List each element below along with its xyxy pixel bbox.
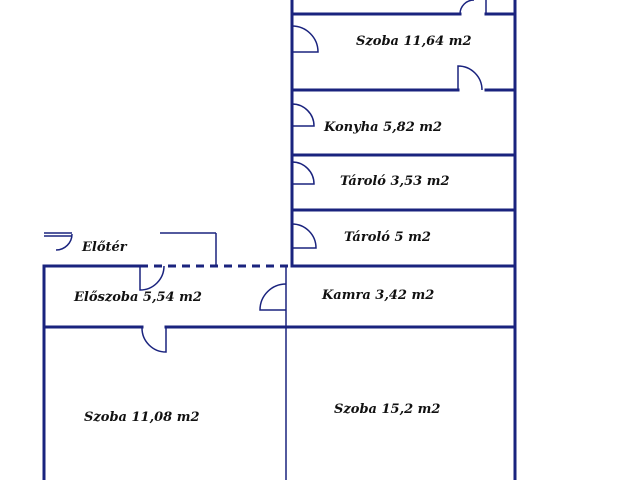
szoba2-door xyxy=(141,327,167,353)
room-label-kamra: Kamra 3,42 m2 xyxy=(322,288,435,303)
tarolo2-door xyxy=(291,223,317,249)
room-label-szoba-11-08: Szoba 11,08 m2 xyxy=(84,410,200,425)
konyha-door xyxy=(291,103,315,127)
room-label-szoba-15-2: Szoba 15,2 m2 xyxy=(334,402,441,417)
room-label-eloszoba: Előszoba 5,54 m2 xyxy=(74,290,202,305)
kamra-door xyxy=(259,283,287,311)
szoba1-door xyxy=(291,25,319,53)
top-room-door xyxy=(459,0,475,15)
tarolo1-door xyxy=(291,161,315,185)
room-label-konyha: Konyha 5,82 m2 xyxy=(324,120,443,135)
eloter-door xyxy=(55,233,73,251)
szoba1-door-inner xyxy=(457,65,483,91)
room-label-tarolo-3-53: Tároló 3,53 m2 xyxy=(340,174,450,189)
room-label-szoba-11-64: Szoba 11,64 m2 xyxy=(356,34,472,49)
main-entrance-door xyxy=(139,265,165,291)
room-label-eloter: Előtér xyxy=(82,240,127,255)
room-label-tarolo-5: Tároló 5 m2 xyxy=(344,230,431,245)
